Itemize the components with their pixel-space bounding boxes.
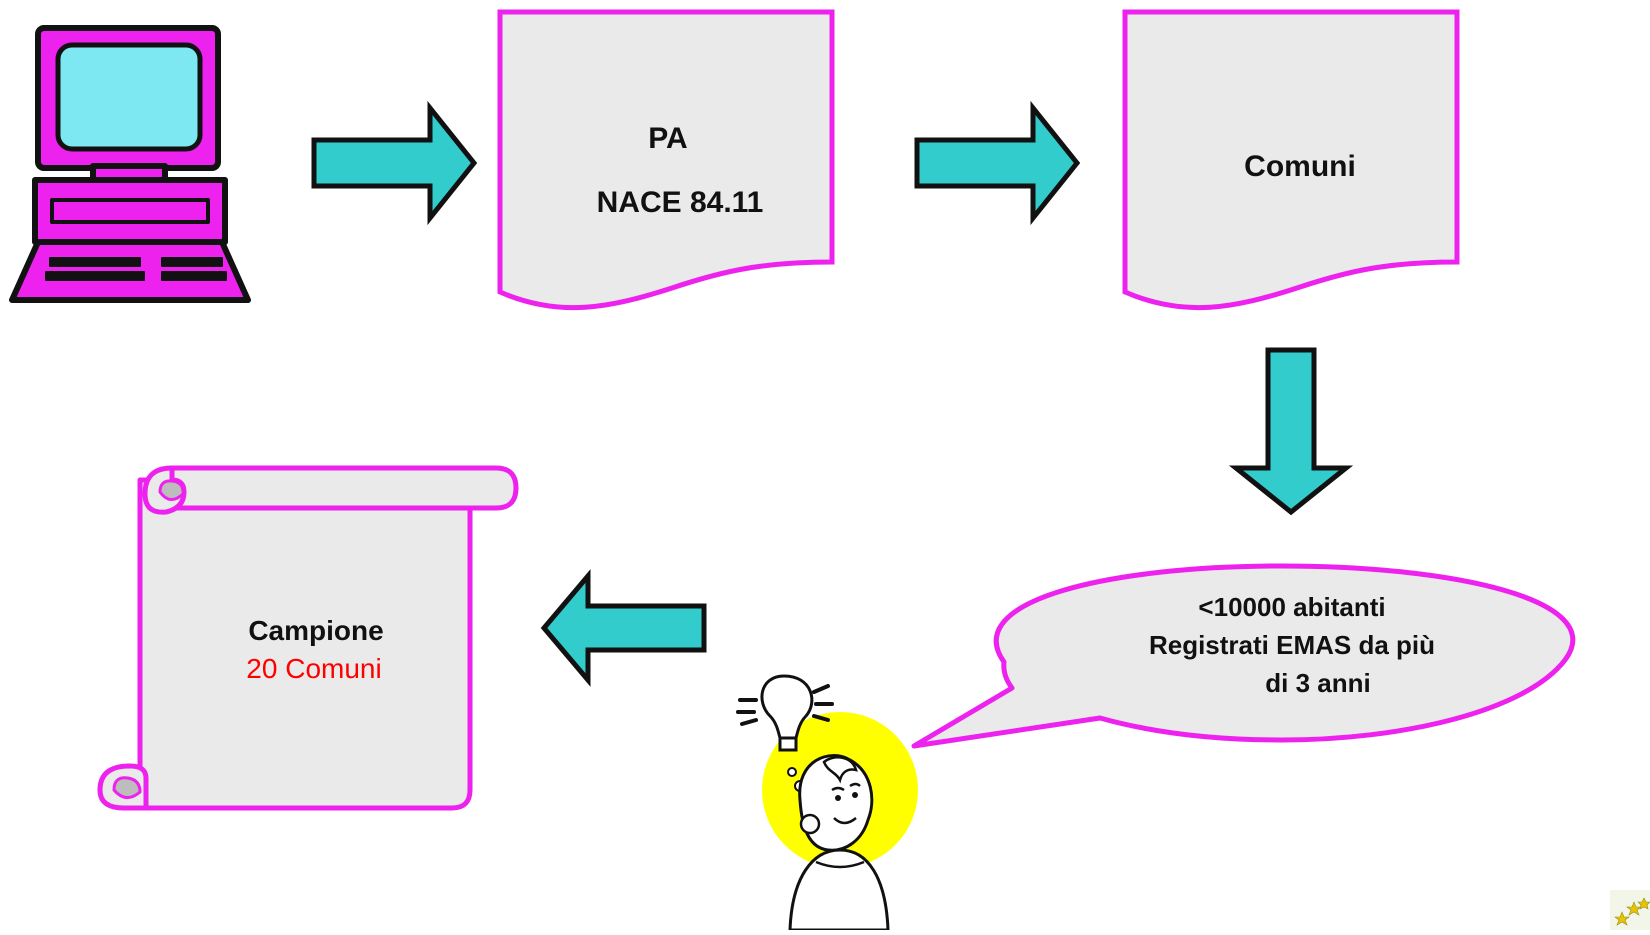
arrow-left — [540, 569, 707, 687]
bubble-line1: <10000 abitanti — [1198, 592, 1385, 622]
bubble-line2: Registrati EMAS da più — [1149, 630, 1435, 660]
scroll-line1: Campione — [248, 615, 383, 646]
scroll-document — [97, 465, 519, 811]
document-pa — [497, 9, 835, 311]
document-comuni — [1122, 9, 1460, 311]
lightbulb-idea-person-icon — [736, 674, 918, 932]
eu-stars-logo-icon — [1610, 890, 1650, 930]
document-pa-line2: NACE 84.11 — [597, 186, 764, 219]
scroll-line2: 20 Comuni — [246, 653, 381, 684]
arrow-down — [1228, 347, 1354, 516]
arrow-right-1 — [311, 100, 478, 226]
document-comuni-label: Comuni — [1244, 150, 1356, 183]
computer-icon — [9, 25, 251, 303]
bubble-line3: di 3 anni — [1265, 668, 1370, 698]
speech-bubble — [911, 563, 1576, 749]
document-pa-line1: PA — [648, 122, 687, 155]
arrow-right-2 — [914, 100, 1081, 226]
